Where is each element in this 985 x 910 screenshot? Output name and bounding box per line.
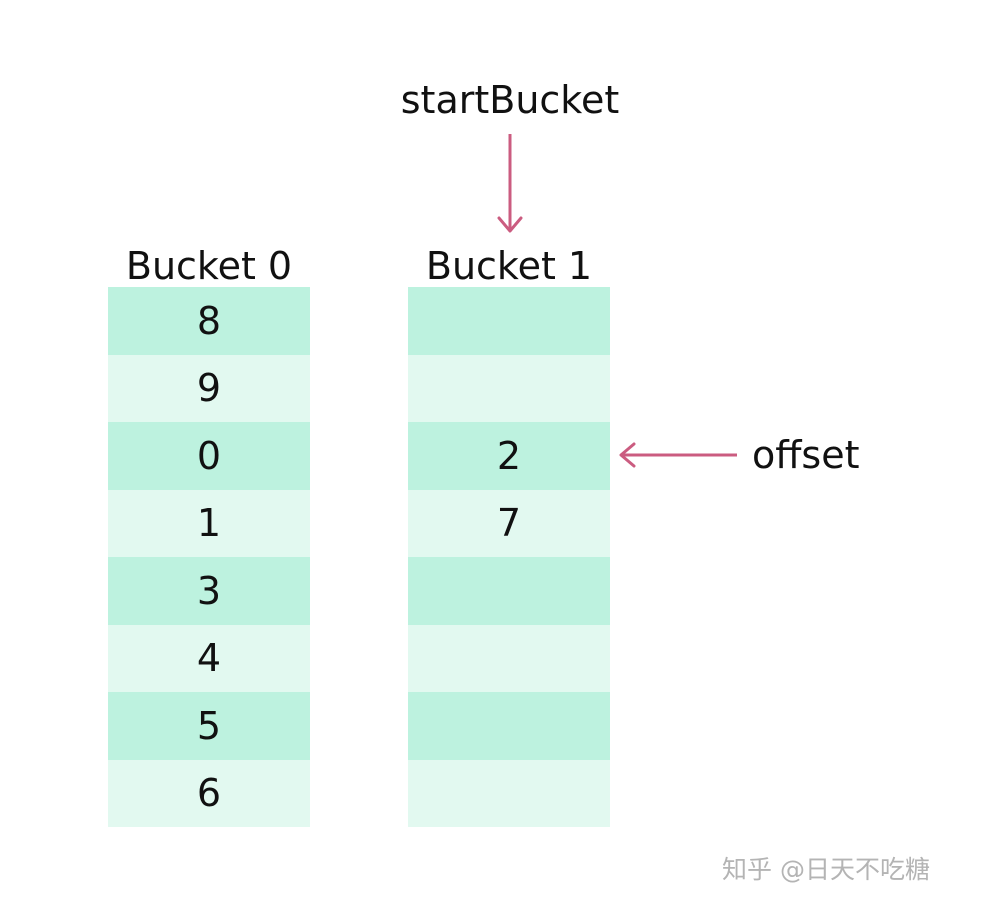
watermark: 知乎 @日天不吃糖 <box>722 855 930 884</box>
bucket-0-cell: 1 <box>108 489 310 557</box>
bucket-1: 2 7 <box>408 287 610 827</box>
bucket-0-cell: 4 <box>108 624 310 692</box>
bucket-1-cell <box>408 692 610 760</box>
bucket-0-cell: 5 <box>108 692 310 760</box>
bucket-0: 8 9 0 1 3 4 5 6 <box>108 287 310 827</box>
bucket-0-cell: 3 <box>108 557 310 625</box>
bucket-0-title: Bucket 0 <box>125 244 293 288</box>
bucket-0-cell: 9 <box>108 354 310 422</box>
bucket-0-cell: 8 <box>108 287 310 355</box>
bucket-1-cell <box>408 557 610 625</box>
bucket-1-cell <box>408 759 610 827</box>
start-bucket-arrow <box>497 134 523 233</box>
bucket-1-cell <box>408 354 610 422</box>
offset-arrow <box>619 442 737 468</box>
bucket-1-title: Bucket 1 <box>425 244 593 288</box>
bucket-0-cell: 0 <box>108 422 310 490</box>
bucket-1-cell: 7 <box>408 489 610 557</box>
bucket-1-cell <box>408 624 610 692</box>
bucket-1-cell: 2 <box>408 422 610 490</box>
bucket-0-cell: 6 <box>108 759 310 827</box>
offset-label: offset <box>752 433 860 477</box>
start-bucket-label: startBucket <box>400 78 620 122</box>
bucket-1-cell <box>408 287 610 355</box>
